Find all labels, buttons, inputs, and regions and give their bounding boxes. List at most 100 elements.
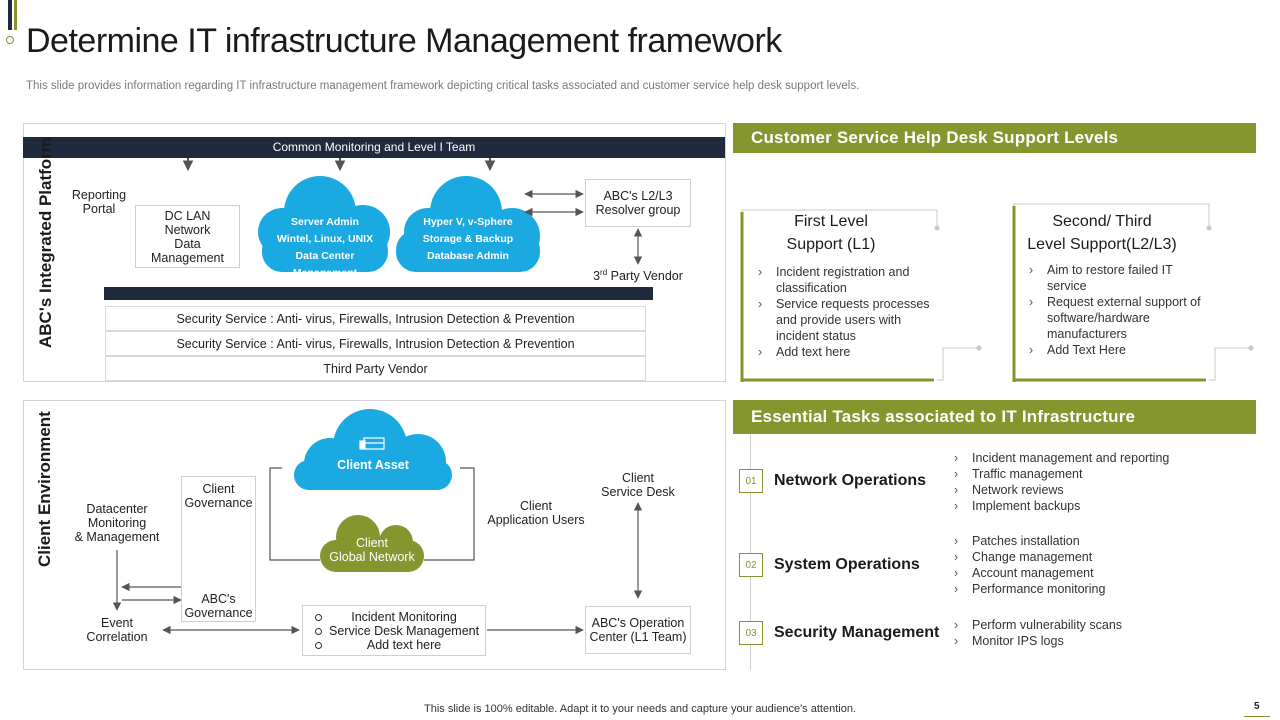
task-bullet: Monitor IPS logs xyxy=(954,633,1254,649)
cloud1-line1: Server Admin xyxy=(291,216,359,228)
dc-lan-box: DC LAN Network Data Management xyxy=(135,205,240,268)
page-number: 5 xyxy=(1254,701,1260,712)
event-correlation-label: Event Correlation xyxy=(72,616,162,644)
task-title-security: Security Management xyxy=(774,624,940,641)
task-bullet: Network reviews xyxy=(954,482,1254,498)
first-level-card-dot-top xyxy=(934,225,940,231)
cloud1-text: Server Admin Wintel, Linux, UNIX Data Ce… xyxy=(262,214,388,282)
task-bullet: Performance monitoring xyxy=(954,581,1254,597)
tasks-timeline-line xyxy=(750,434,751,670)
datacenter-label: Datacenter Monitoring & Management xyxy=(62,502,172,544)
client-service-desk-text: Client Service Desk xyxy=(601,471,675,499)
second-level-card-dot-right xyxy=(1248,345,1254,351)
monitoring-team-bar: Common Monitoring and Level I Team xyxy=(23,137,725,158)
security-row-1: Security Service : Anti- virus, Firewall… xyxy=(105,306,646,331)
client-app-users-label: Client Application Users xyxy=(484,499,588,527)
first-level-card-connector xyxy=(937,347,979,381)
security-row-2: Security Service : Anti- virus, Firewall… xyxy=(105,331,646,356)
second-level-card-connector xyxy=(1209,347,1251,381)
task-bullet: Patches installation xyxy=(954,533,1254,549)
accent-bar-dark xyxy=(8,0,12,30)
second-level-title-text: Second/ Third Level Support(L2/L3) xyxy=(1027,213,1177,253)
footer-note: This slide is 100% editable. Adapt it to… xyxy=(424,703,856,715)
third-party-vendor-label: 3rd Party Vendor xyxy=(582,266,694,283)
reporting-portal-label: Reporting Portal xyxy=(62,188,136,216)
second-level-item: Aim to restore failed IT service xyxy=(1029,262,1205,294)
client-service-desk-label: Client Service Desk xyxy=(593,471,683,499)
task-bullet: Implement backups xyxy=(954,498,1254,514)
first-level-title: First Level Support (L1) xyxy=(752,210,910,256)
dc-lan-text: DC LAN Network Data Management xyxy=(151,208,224,265)
second-level-title: Second/ Third Level Support(L2/L3) xyxy=(1022,210,1182,256)
cloud2-line1: Hyper V, v-Sphere xyxy=(423,216,513,228)
second-level-card-dot-top xyxy=(1206,225,1212,231)
first-level-list: Incident registration and classification… xyxy=(758,264,934,360)
task-bullet: Traffic management xyxy=(954,466,1254,482)
first-level-item: Incident registration and classification xyxy=(758,264,934,296)
bracket-right xyxy=(424,467,475,561)
first-level-item: Add text here xyxy=(758,344,934,360)
security-row-3: Third Party Vendor xyxy=(105,356,646,381)
essential-tasks-heading: Essential Tasks associated to IT Infrast… xyxy=(733,400,1256,434)
third-party-sup: rd xyxy=(600,268,608,277)
task-number-badge: 02 xyxy=(739,553,763,577)
client-governance-box: Client Governance xyxy=(181,476,256,622)
monitoring-list: Incident Monitoring Service Desk Managem… xyxy=(311,610,479,652)
page-number-underline xyxy=(1244,716,1270,717)
bracket-left xyxy=(269,467,320,561)
task-bullets-network: Incident management and reporting Traffi… xyxy=(954,450,1254,514)
security-navy-bar xyxy=(104,287,653,300)
task-number-badge: 03 xyxy=(739,621,763,645)
task-bullet: Change management xyxy=(954,549,1254,565)
support-levels-heading: Customer Service Help Desk Support Level… xyxy=(733,123,1256,153)
task-bullet: Incident management and reporting xyxy=(954,450,1254,466)
hyper-v-cloud-icon xyxy=(396,176,540,272)
resolver-group-box: ABC's L2/L3 Resolver group xyxy=(585,179,691,227)
client-governance-text: Client Governance xyxy=(184,482,253,510)
cloud2-line2: Storage & Backup xyxy=(422,233,514,245)
resolver-group-text: ABC's L2/L3 Resolver group xyxy=(595,189,681,217)
task-title-system: System Operations xyxy=(774,556,920,573)
first-level-item: Service requests processes and provide u… xyxy=(758,296,934,344)
task-bullets-security: Perform vulnerability scans Monitor IPS … xyxy=(954,617,1254,649)
server-admin-cloud-icon xyxy=(258,176,390,272)
server-rack-icon xyxy=(359,437,385,450)
monitoring-item: Add text here xyxy=(311,638,479,652)
cloud2-text: Hyper V, v-Sphere Storage & Backup Datab… xyxy=(396,214,540,265)
global-network-cloud-icon xyxy=(320,515,424,572)
second-level-item: Add Text Here xyxy=(1029,342,1205,358)
task-number-badge: 01 xyxy=(739,469,763,493)
event-correlation-text: Event Correlation xyxy=(86,616,148,644)
monitoring-item: Service Desk Management xyxy=(311,624,479,638)
accent-ring xyxy=(6,36,14,44)
global-network-label: Client Global Network xyxy=(320,536,424,564)
monitoring-box: Incident Monitoring Service Desk Managem… xyxy=(302,605,486,656)
operation-center-box: ABC's Operation Center (L1 Team) xyxy=(585,606,691,654)
cloud2-line3: Database Admin xyxy=(427,250,509,262)
first-level-title-text: First Level Support (L1) xyxy=(786,213,876,253)
client-asset-cloud-icon xyxy=(294,409,452,490)
client-app-users-text: Client Application Users xyxy=(487,499,585,527)
datacenter-text: Datacenter Monitoring & Management xyxy=(74,502,160,544)
accent-bar-green xyxy=(14,0,17,30)
first-level-card-dot-right xyxy=(976,345,982,351)
monitoring-item: Incident Monitoring xyxy=(311,610,479,624)
reporting-portal-text: Reporting Portal xyxy=(71,188,127,216)
cloud1-line3: Data Center Management xyxy=(292,250,358,279)
abc-governance-text: ABC's Governance xyxy=(184,592,253,620)
global-network-text: Client Global Network xyxy=(329,536,415,564)
task-bullet: Perform vulnerability scans xyxy=(954,617,1254,633)
operation-center-text: ABC's Operation Center (L1 Team) xyxy=(589,616,687,644)
client-asset-label: Client Asset xyxy=(337,458,409,472)
abc-governance-label: ABC's Governance xyxy=(181,592,256,620)
second-level-list: Aim to restore failed IT service Request… xyxy=(1029,262,1205,358)
third-party-suffix: Party Vendor xyxy=(607,269,683,284)
task-bullets-system: Patches installation Change management A… xyxy=(954,533,1254,597)
page-subtitle: This slide provides information regardin… xyxy=(26,80,860,92)
second-level-item: Request external support of software/har… xyxy=(1029,294,1205,342)
task-bullet: Account management xyxy=(954,565,1254,581)
page-title: Determine IT infrastructure Management f… xyxy=(26,22,782,60)
